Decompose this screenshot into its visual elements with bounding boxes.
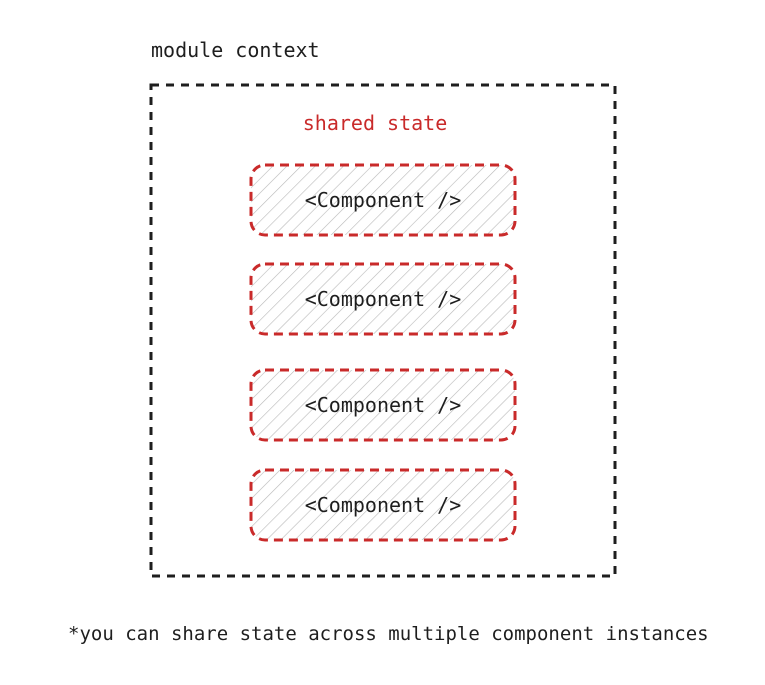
component-hatch-fill	[251, 165, 515, 235]
component-label: <Component />	[305, 188, 462, 212]
component-border	[249, 163, 517, 237]
component-group: <Component /> <Component /> <Component /> <…	[249, 163, 517, 542]
module-context-boundary	[149, 83, 617, 578]
component-hatch-fill	[251, 370, 515, 440]
component-label: <Component />	[305, 393, 462, 417]
footnote: *you can share state across multiple com…	[68, 623, 709, 645]
component-hatch-fill	[251, 470, 515, 540]
component-border	[249, 262, 517, 336]
component-hatch-fill	[251, 264, 515, 334]
component-box: <Component />	[249, 468, 517, 542]
component-border	[249, 368, 517, 442]
component-box: <Component />	[249, 262, 517, 336]
component-label: <Component />	[305, 493, 462, 517]
component-box: <Component />	[249, 368, 517, 442]
module-context-label: module context	[151, 38, 320, 62]
shared-state-label: shared state	[303, 111, 448, 135]
component-border	[249, 468, 517, 542]
component-box: <Component />	[249, 163, 517, 237]
component-label: <Component />	[305, 287, 462, 311]
